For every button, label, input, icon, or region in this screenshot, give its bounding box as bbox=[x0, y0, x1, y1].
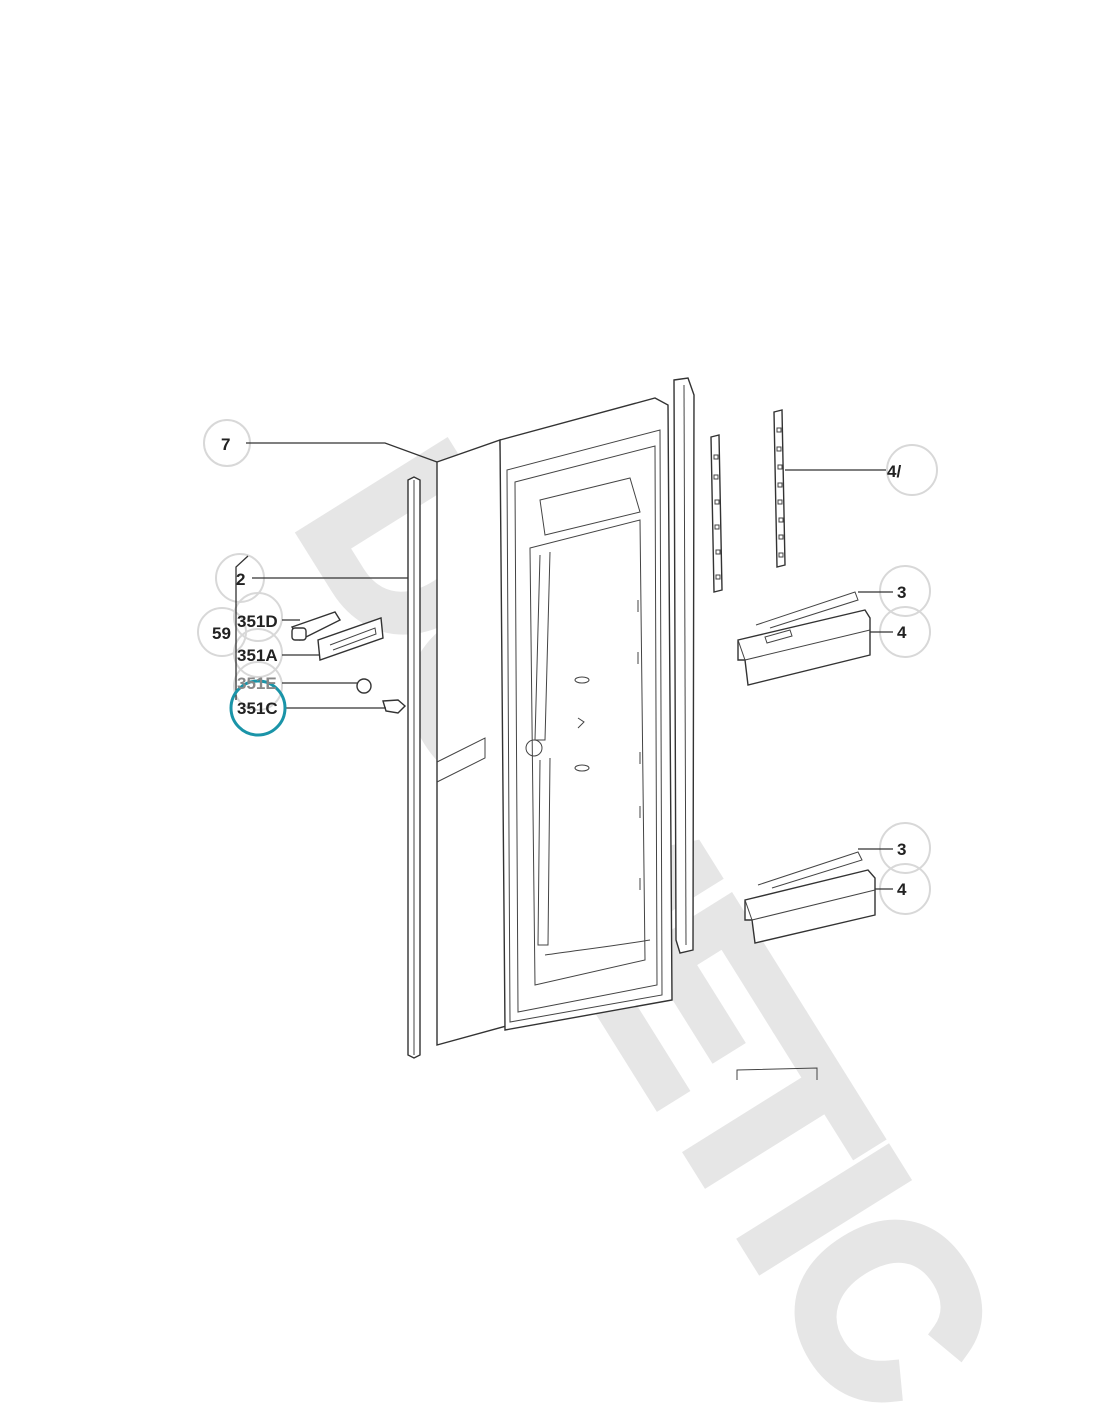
callout-351e: 351E bbox=[237, 674, 277, 693]
callout-3-top: 3 bbox=[897, 583, 906, 602]
inner-door-liner bbox=[499, 397, 673, 1031]
handle-351d bbox=[290, 611, 342, 641]
callout-2: 2 bbox=[236, 570, 245, 589]
shelf-support-left bbox=[710, 434, 723, 593]
door-side-strip bbox=[673, 377, 695, 954]
callout-351d: 351D bbox=[237, 612, 278, 631]
leader-lines bbox=[235, 442, 893, 890]
callout-4-top: 4 bbox=[897, 623, 907, 642]
callout-351a: 351A bbox=[237, 646, 278, 665]
door-bin-bottom bbox=[744, 851, 876, 944]
callout-7: 7 bbox=[221, 435, 230, 454]
callout-4a: 4/ bbox=[887, 462, 901, 481]
outer-door-panel bbox=[436, 439, 511, 1046]
knob-351e bbox=[356, 678, 372, 694]
handle-base-351a bbox=[317, 617, 384, 661]
latch-351c bbox=[382, 699, 407, 714]
door-seal-strip bbox=[407, 476, 421, 1059]
callout-59: 59 bbox=[212, 624, 231, 643]
highlight-circle-351c bbox=[229, 679, 287, 737]
callout-3-bottom: 3 bbox=[897, 840, 906, 859]
partial-frame bbox=[736, 1067, 818, 1080]
door-bin-top bbox=[737, 591, 871, 686]
callout-4-bottom: 4 bbox=[897, 880, 907, 899]
callout-351c: 351C bbox=[237, 699, 278, 718]
shelf-support-4a bbox=[773, 409, 786, 568]
